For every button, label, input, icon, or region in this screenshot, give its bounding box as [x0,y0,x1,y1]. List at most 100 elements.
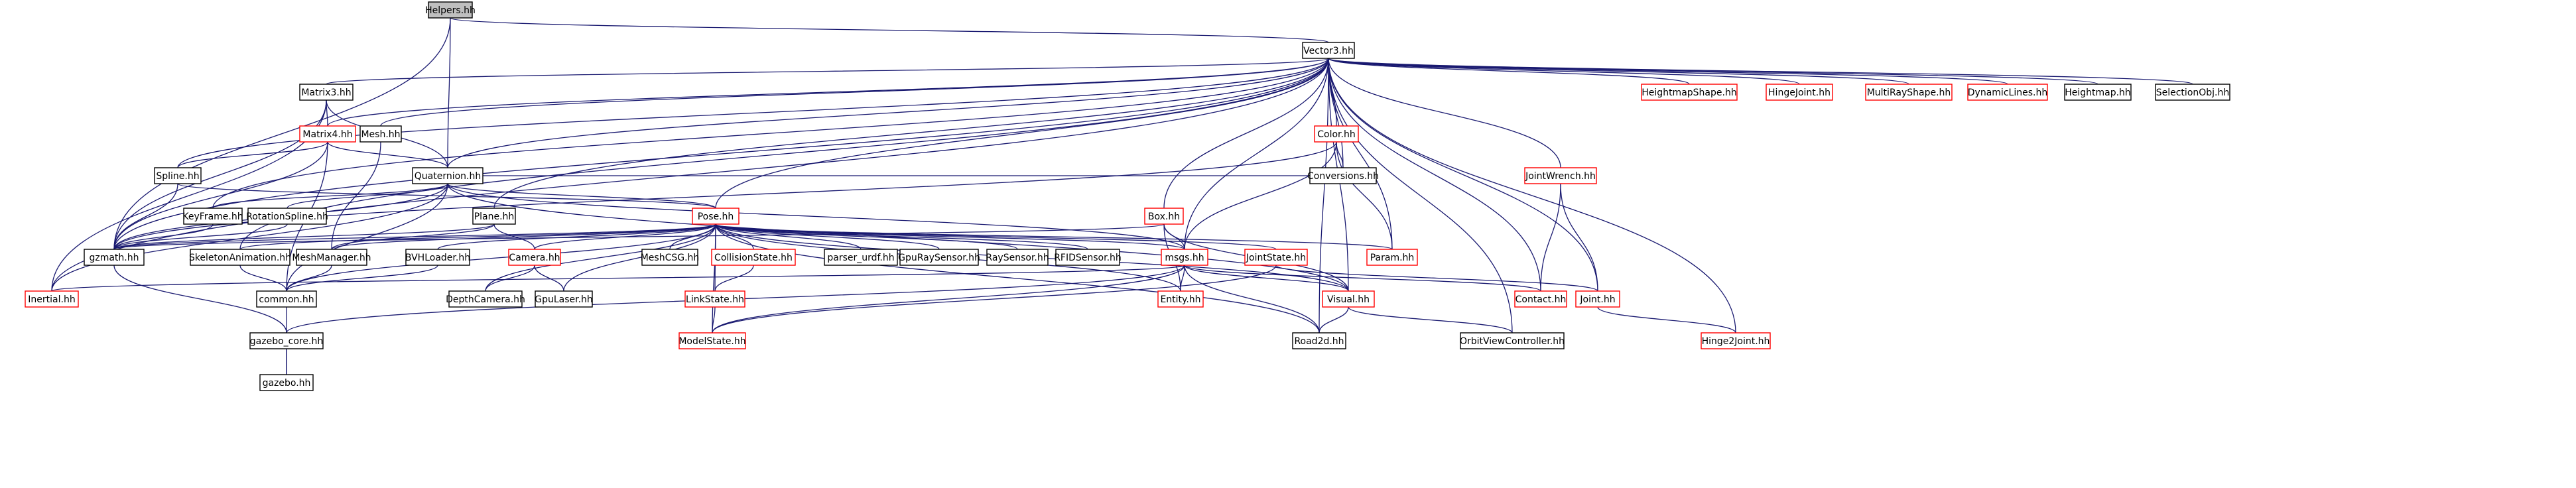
node-box [711,249,796,266]
node-label: Plane.hh [474,212,515,222]
edge-plane-gzmath [113,216,498,250]
node-label: parser_urdf.hh [827,253,894,263]
node-spline[interactable]: Spline.hh [154,167,202,184]
node-heightmapshape[interactable]: HeightmapShape.hh [1641,84,1738,101]
node-multirayshape[interactable]: MultiRayShape.hh [1865,84,1953,101]
node-mesh[interactable]: Mesh.hh [359,125,402,143]
node-label: Contact.hh [1515,294,1567,305]
edge-vector3-multirayshape [1324,50,1909,85]
node-color[interactable]: Color.hh [1314,125,1359,143]
node-rotationspline[interactable]: RotationSpline.hh [246,208,328,225]
edge-quaternion-rotationspline [287,176,452,209]
node-quaternion[interactable]: Quaternion.hh [412,167,483,184]
edge-msgs-inertial [51,257,1189,292]
edge-pose-rfidsensor [712,216,1088,250]
node-meshmanager[interactable]: MeshManager.hh [292,249,371,266]
node-box [299,84,354,101]
node-label: Heightmap.hh [2065,88,2131,98]
node-depthcamera[interactable]: DepthCamera.hh [446,290,525,308]
node-joint[interactable]: Joint.hh [1575,290,1620,308]
node-box [1766,84,1833,101]
edge-pose-road2d [712,216,1320,334]
node-camera[interactable]: Camera.hh [508,249,561,266]
node-matrix3[interactable]: Matrix3.hh [299,84,354,101]
node-common[interactable]: common.hh [256,290,317,308]
node-label: Quaternion.hh [415,171,481,182]
node-inertial[interactable]: Inertial.hh [25,290,79,308]
node-box [1460,332,1565,349]
edge-pose-msgs [712,216,1185,250]
node-jointstate[interactable]: JointState.hh [1244,249,1308,266]
node-box [535,290,593,308]
edge-vector3-box [1163,50,1332,209]
edge-pose-gzmath [113,216,720,250]
edge-collisionstate-linkstate [714,257,757,292]
edge-pose-param [712,216,1393,250]
node-label: Visual.hh [1327,294,1370,305]
edge-msgs-visual [1181,257,1349,292]
node-entity[interactable]: Entity.hh [1157,290,1204,308]
node-keyframe[interactable]: KeyFrame.hh [182,208,243,225]
node-label: RaySensor.hh [986,253,1049,263]
node-label: GpuLaser.hh [535,294,593,305]
node-label: Road2d.hh [1294,336,1344,347]
node-contact[interactable]: Contact.hh [1514,290,1567,308]
node-label: Matrix3.hh [301,88,351,98]
node-raysensor[interactable]: RaySensor.hh [986,249,1049,266]
node-gpulaser[interactable]: GpuLaser.hh [535,290,593,308]
node-box [2155,84,2230,101]
node-collisionstate[interactable]: CollisionState.hh [711,249,796,266]
node-meshcsg[interactable]: MeshCSG.hh [641,249,700,266]
node-label: CollisionState.hh [714,253,793,263]
node-label: RFIDSensor.hh [1054,253,1122,263]
node-gazebocore[interactable]: gazebo_core.hh [249,332,324,349]
node-label: SelectionObj.hh [2156,88,2230,98]
node-linkstate[interactable]: LinkState.hh [684,290,745,308]
edge-vector3-hingejoint [1324,50,1800,85]
node-label: gazebo_core.hh [250,336,323,347]
node-box [1967,84,2048,101]
node-box [641,249,698,266]
edge-pose-common [286,216,720,292]
edge-vector3-param [1324,50,1393,250]
edge-pose-jointstate [712,216,1277,250]
node-label: GpuRaySensor.hh [898,253,980,263]
node-heightmap[interactable]: Heightmap.hh [2064,84,2132,101]
node-box [1524,167,1597,184]
edge-msgs-entity [1180,257,1189,292]
node-label: Entity.hh [1160,294,1200,305]
node-box[interactable]: Box.hh [1144,208,1184,225]
node-pose[interactable]: Pose.hh [692,208,740,225]
node-gpuraysensor[interactable]: GpuRaySensor.hh [898,249,980,266]
node-parserurdf[interactable]: parser_urdf.hh [824,249,898,266]
node-box [1322,290,1375,308]
node-orbitview[interactable]: OrbitViewController.hh [1460,332,1565,349]
node-hinge2joint[interactable]: Hinge2Joint.hh [1701,332,1771,349]
node-gzmath[interactable]: gzmath.hh [84,249,145,266]
node-vector3[interactable]: Vector3.hh [1302,42,1355,59]
node-modelstate[interactable]: ModelState.hh [678,332,746,349]
node-rfidsensor[interactable]: RFIDSensor.hh [1054,249,1122,266]
node-visual[interactable]: Visual.hh [1322,290,1375,308]
node-gazebo[interactable]: gazebo.hh [259,374,314,391]
node-selectionobj[interactable]: SelectionObj.hh [2155,84,2230,101]
node-dynamiclines[interactable]: DynamicLines.hh [1967,84,2048,101]
edge-helpers-vector3 [446,10,1329,43]
node-skeletonanimation[interactable]: SkeletonAnimation.hh [189,249,291,266]
node-plane[interactable]: Plane.hh [472,208,516,225]
node-label: SkeletonAnimation.hh [189,253,291,263]
node-box [1314,125,1359,143]
node-msgs[interactable]: msgs.hh [1161,249,1208,266]
node-road2d[interactable]: Road2d.hh [1292,332,1346,349]
node-hingejoint[interactable]: HingeJoint.hh [1766,84,1833,101]
edge-vector3-selectionobj [1324,50,2193,85]
node-matrix4[interactable]: Matrix4.hh [299,125,356,143]
node-bvhloader[interactable]: BVHLoader.hh [405,249,470,266]
node-conversions[interactable]: Conversions.hh [1307,167,1379,184]
node-param[interactable]: Param.hh [1366,249,1418,266]
node-jointwrench[interactable]: JointWrench.hh [1524,167,1597,184]
node-box [296,249,367,266]
node-box [1514,290,1567,308]
node-helpers[interactable]: Helpers.hh [425,1,476,19]
edge-spline-pose [174,176,716,209]
